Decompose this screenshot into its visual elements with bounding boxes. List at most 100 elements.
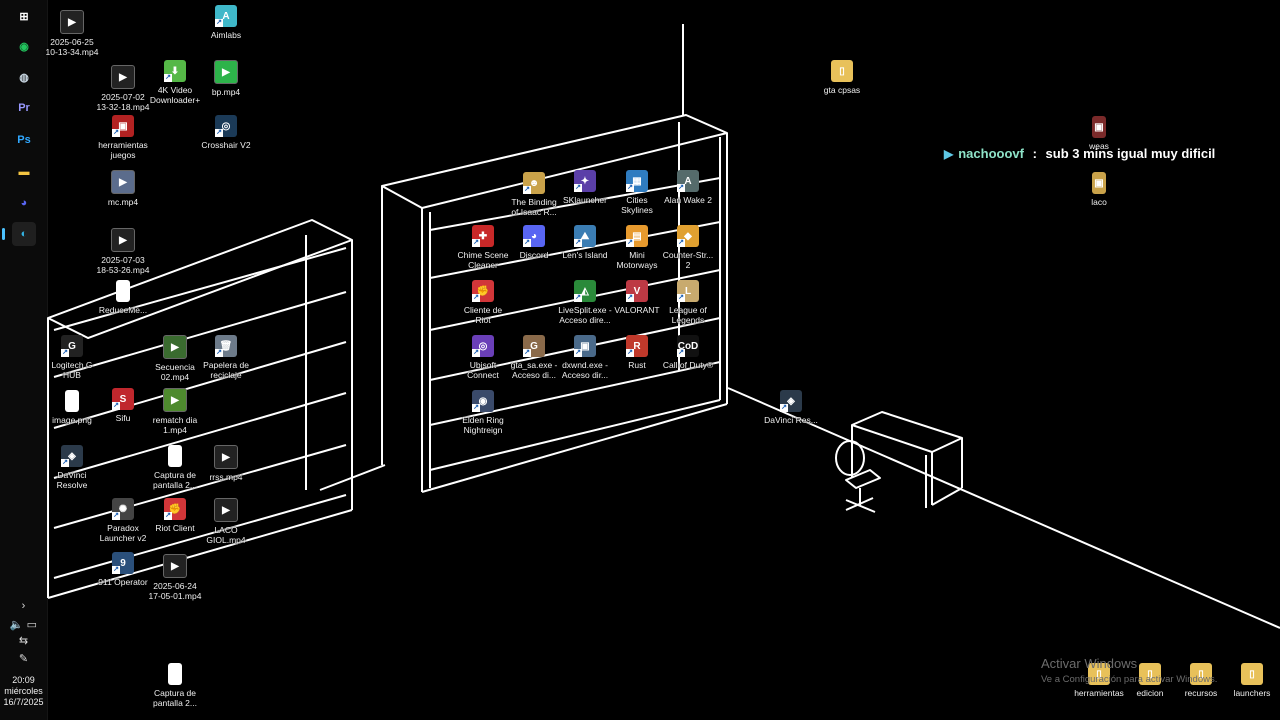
- desktop-icon-league-of-legends[interactable]: LLeague of Legends: [660, 280, 716, 325]
- app-icon: G: [523, 335, 545, 357]
- desktop-icon-label: Counter-Str... 2: [662, 250, 714, 270]
- desktop-icon-label: Logitech G HUB: [51, 360, 93, 380]
- desktop-icon-label: mc.mp4: [107, 197, 139, 207]
- desktop-icon-label: Discord: [519, 250, 549, 260]
- desktop-icon-secuencia-02-mp4[interactable]: ▶ Secuencia 02.mp4: [147, 335, 203, 382]
- stream-chat-overlay: ▶ nachooovf : sub 3 mins igual muy dific…: [944, 146, 1215, 161]
- desktop-icon-chime-scene-cleaner[interactable]: ✚Chime Scene Cleaner: [455, 225, 511, 270]
- desktop-icon-4k-video-downloader[interactable]: ⬇4K Video Downloader+: [147, 60, 203, 105]
- desktop-icon-laco[interactable]: ▣laco: [1071, 172, 1127, 207]
- desktop-icon-rematch-dia-1-mp4[interactable]: ▶rematch dia 1.mp4: [147, 388, 203, 435]
- show-hidden-icons-chevron-icon[interactable]: ›: [21, 600, 26, 612]
- desktop-icon-the-binding-of-isaac-r[interactable]: ☻The Binding of Isaac R...: [506, 172, 562, 217]
- file-explorer-icon[interactable]: ▬: [18, 166, 30, 178]
- xbox-icon[interactable]: ◉: [19, 40, 29, 53]
- app-icon: ▤: [626, 225, 648, 247]
- desktop-icon-papelera-de-reciclaje[interactable]: 🗑Papelera de reciclaje: [198, 335, 254, 380]
- watermark-title: Activar Windows: [1041, 656, 1138, 671]
- desktop-icon-riot-client[interactable]: ✊Riot Client: [147, 498, 203, 533]
- desktop-icon-ubisoft-connect[interactable]: ◎Ubisoft Connect: [455, 335, 511, 380]
- desktop-icon-label: bp.mp4: [211, 87, 241, 97]
- desktop-icon-paradox-launcher-v2[interactable]: ✺Paradox Launcher v2: [95, 498, 151, 543]
- chat-separator: :: [1028, 146, 1041, 161]
- language-tray-icon[interactable]: ⇆: [18, 635, 29, 647]
- video-file-icon: ▶: [163, 335, 187, 359]
- desktop-icon-captura-de-pantalla-2[interactable]: ▭Captura de pantalla 2...: [147, 445, 203, 490]
- desktop-icon-911-operator[interactable]: 9911 Operator: [95, 552, 151, 587]
- desktop-icon-label: Papelera de reciclaje: [203, 360, 249, 380]
- desktop-icon-aimlabs[interactable]: AAimlabs: [198, 5, 254, 40]
- desktop-icon-crosshair-v2[interactable]: ◎Crosshair V2: [198, 115, 254, 150]
- desktop-icon-label: Mini Motorways: [616, 250, 658, 270]
- desktop-icon-reduceme[interactable]: ▯ReduceMe...: [95, 280, 151, 315]
- desktop-icon-mini-motorways[interactable]: ▤ Mini Motorways: [609, 225, 665, 270]
- volume-network-tray-icons[interactable]: 🔈 ▭: [9, 619, 38, 631]
- taskbar-clock[interactable]: 20:09 miércoles 16/7/2025: [0, 675, 47, 708]
- desktop-icon-counter-str-2[interactable]: ◆ Counter-Str... 2: [660, 225, 716, 270]
- desktop-icon-dxwnd-exe-acceso-dir[interactable]: ▣dxwnd.exe - Acceso dir...: [557, 335, 613, 380]
- desktop-icon-2025-07-03-18-53-26-mp4[interactable]: ▶2025-07-03 18-53-26.mp4: [95, 228, 151, 275]
- premiere-pro-icon[interactable]: Pr: [18, 102, 30, 114]
- pen-tray-icon[interactable]: ✎: [18, 653, 29, 665]
- desktop-icon-label: Alan Wake 2: [664, 195, 712, 205]
- desktop-icon-alan-wake-2[interactable]: A Alan Wake 2: [660, 170, 716, 205]
- desktop-icon-label: ReduceMe...: [98, 305, 148, 315]
- app-icon: A: [677, 170, 699, 192]
- desktop-icon-label: Call of Duty®: [662, 360, 714, 370]
- app-icon: ✚: [472, 225, 494, 247]
- desktop-icon-herramientas-juegos[interactable]: ▣herramientas juegos: [95, 115, 151, 160]
- desktop-icon-image-png[interactable]: ▭image.png: [44, 390, 100, 425]
- desktop-icon-discord[interactable]: ◕Discord: [506, 225, 562, 260]
- desktop-icon-cities-skylines[interactable]: ▦Cities Skylines: [609, 170, 665, 215]
- desktop-icon-edicion[interactable]: ▯edicion: [1122, 663, 1178, 698]
- app-icon: ⛰: [574, 225, 596, 247]
- desktop-icon-gta-sa-exe-acceso-di[interactable]: Ggta_sa.exe - Acceso di...: [506, 335, 562, 380]
- desktop-icon-elden-ring-nightreign[interactable]: ◉Elden Ring Nightreign: [455, 390, 511, 435]
- clock-time: 20:09: [12, 675, 35, 685]
- desktop-icon-2025-06-24-17-05-01-mp4[interactable]: ▶2025-06-24 17-05-01.mp4: [147, 554, 203, 601]
- desktop-icon-laco-giol-mp4[interactable]: ▶LACO GIOL.mp4: [198, 498, 254, 545]
- app-icon: ▣: [574, 335, 596, 357]
- photoshop-icon[interactable]: Ps: [17, 134, 31, 146]
- desktop-icon-label: gta cpsas: [823, 85, 861, 95]
- video-file-icon: ▶: [111, 228, 135, 252]
- desktop-icon-sklauncher[interactable]: ✦SKlauncher: [557, 170, 613, 205]
- desktop-icon-livesplit-exe-acceso-dire[interactable]: ◭LiveSplit.exe - Acceso dire...: [557, 280, 613, 325]
- chat-user-icon: ▶: [944, 146, 954, 161]
- desktop-icon-label: 2025-07-02 13-32-18.mp4: [96, 92, 150, 112]
- desktop-icon-mc-mp4[interactable]: ▶mc.mp4: [95, 170, 151, 207]
- desktop-icon-label: 911 Operator: [98, 577, 148, 587]
- file-icon: ▭: [168, 663, 182, 685]
- desktop-icon-captura-de-pantalla-2[interactable]: ▭Captura de pantalla 2...: [147, 663, 203, 708]
- desktop-icon-len-s-island[interactable]: ⛰Len's Island: [557, 225, 613, 260]
- desktop-icon-weas[interactable]: ▣weas: [1071, 116, 1127, 151]
- desktop-icon-rust[interactable]: RRust: [609, 335, 665, 370]
- desktop-icon-launchers[interactable]: ▯launchers: [1224, 663, 1280, 698]
- desktop-icon-2025-06-25-10-13-34-mp4[interactable]: ▶2025-06-25 10-13-34.mp4: [44, 10, 100, 57]
- desktop-icon-gta-cpsas[interactable]: ▯gta cpsas: [814, 60, 870, 95]
- steam-icon[interactable]: ◍: [19, 71, 29, 84]
- desktop-icon-call-of-duty[interactable]: CoDCall of Duty®: [660, 335, 716, 370]
- desktop-icon-valorant[interactable]: VVALORANT: [609, 280, 665, 315]
- desktop-icon-logitech-g-hub[interactable]: GLogitech G HUB: [44, 335, 100, 380]
- app-icon: ◆: [677, 225, 699, 247]
- desktop-icon-label: Secuencia 02.mp4: [155, 362, 195, 382]
- desktop-icon-recursos[interactable]: ▯recursos: [1173, 663, 1229, 698]
- desktop-icon-bp-mp4[interactable]: ▶bp.mp4: [198, 60, 254, 97]
- desktop-icon-2025-07-02-13-32-18-mp4[interactable]: ▶2025-07-02 13-32-18.mp4: [95, 65, 151, 112]
- desktop-icon-cliente-de-riot[interactable]: ✊Cliente de Riot: [455, 280, 511, 325]
- desktop-icon-davinci-res[interactable]: ◈DaVinci Res...: [763, 390, 819, 425]
- app-icon: ◉: [472, 390, 494, 412]
- windows-start-icon[interactable]: ⊞: [19, 10, 29, 23]
- desktop-icon-label: 4K Video Downloader+: [149, 85, 201, 105]
- edge-icon[interactable]: ◐: [2, 222, 36, 246]
- desktop-icon-label: Aimlabs: [210, 30, 242, 40]
- discord-icon[interactable]: ◕: [20, 197, 28, 209]
- folder-icon: ▯: [1139, 663, 1161, 685]
- chat-message: sub 3 mins igual muy dificil: [1045, 146, 1216, 161]
- desktop-icon-sifu[interactable]: SSifu: [95, 388, 151, 423]
- desktop-icon-rrss-mp4[interactable]: ▶rrss.mp4: [198, 445, 254, 482]
- activate-windows-watermark: Activar Windows Ve a Configuración para …: [1041, 656, 1217, 685]
- desktop-icon-herramientas[interactable]: ▯herramientas: [1071, 663, 1127, 698]
- desktop-icon-davinci-resolve[interactable]: ◈DaVinci Resolve: [44, 445, 100, 490]
